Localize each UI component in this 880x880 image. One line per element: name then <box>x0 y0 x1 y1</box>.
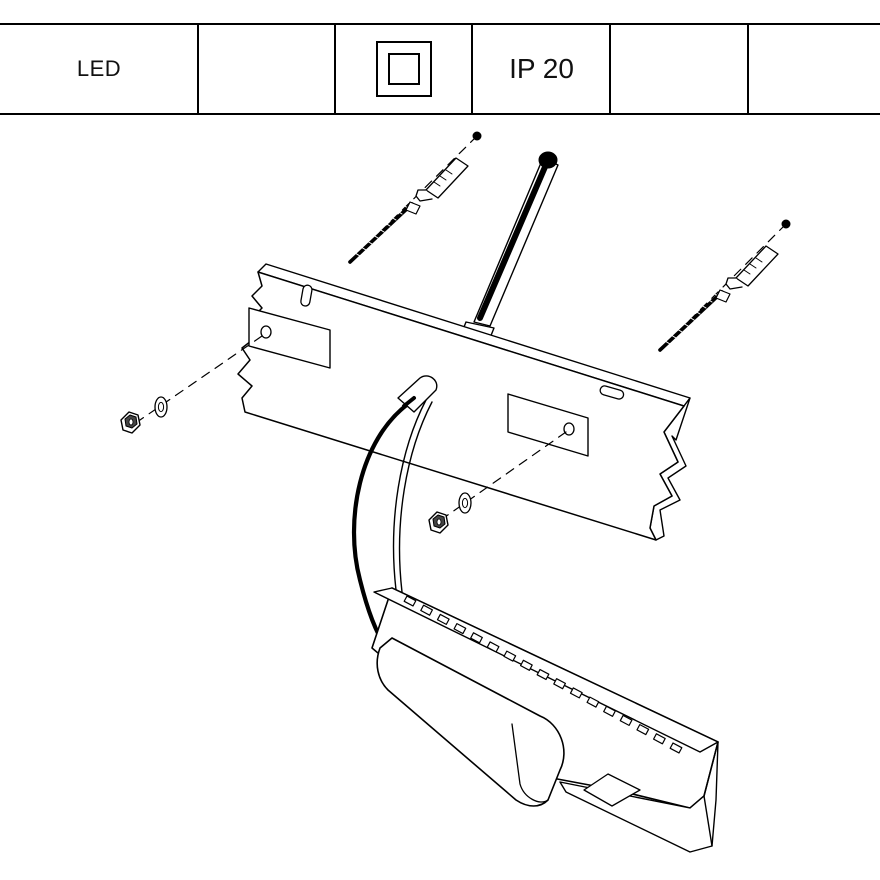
led-chip <box>536 668 550 681</box>
led-chip <box>420 604 434 616</box>
power-cable <box>351 375 438 651</box>
ip-rating-label: IP 20 <box>509 53 574 84</box>
stud-plate-right <box>507 393 589 457</box>
spec-cell-light-source: LED <box>0 25 198 113</box>
led-chip <box>586 696 600 708</box>
spec-divider <box>471 25 473 113</box>
led-chip <box>636 724 650 736</box>
led-chip <box>569 687 583 699</box>
led-chip <box>453 623 467 635</box>
led-chip <box>669 742 683 754</box>
washer <box>458 492 472 514</box>
spec-cell-empty-6 <box>749 25 880 113</box>
channel-clip <box>583 773 641 807</box>
slot-hole <box>300 284 313 307</box>
light-source-label: LED <box>76 56 122 81</box>
washer <box>154 396 168 418</box>
hex-nut <box>120 411 141 434</box>
led-light-bar <box>371 587 719 853</box>
support-rod <box>461 151 559 339</box>
wall-plug <box>415 157 469 202</box>
led-chip <box>603 705 616 717</box>
led-chip <box>553 678 567 690</box>
rod-end-cap <box>538 151 558 169</box>
class-2-double-square-icon <box>375 41 432 97</box>
wall-plug <box>725 245 779 290</box>
led-chip <box>619 714 633 726</box>
class-2-inner-square <box>387 53 420 85</box>
slot-hole <box>599 385 625 400</box>
fixing-point <box>781 219 791 229</box>
stud-plate-left <box>248 307 331 369</box>
led-chip-row <box>403 595 683 754</box>
led-chip <box>403 595 417 607</box>
spec-cell-ip-rating: IP 20 <box>473 25 610 113</box>
mounting-screw <box>658 289 731 352</box>
spec-divider <box>334 25 336 113</box>
led-chip <box>652 733 666 745</box>
spec-cell-protection-class <box>336 25 471 113</box>
spec-cell-empty-5 <box>611 25 747 113</box>
spec-divider <box>609 25 611 113</box>
spec-divider <box>197 25 199 113</box>
led-chip <box>519 659 533 671</box>
led-chip <box>436 613 450 625</box>
led-chip <box>470 632 483 644</box>
spec-cell-empty-2 <box>199 25 334 113</box>
spec-divider <box>747 25 749 113</box>
led-chip <box>486 641 500 653</box>
spec-table: LED IP 20 <box>0 23 880 115</box>
fixing-point <box>472 131 482 141</box>
mounting-screw <box>348 201 421 264</box>
stud-hole <box>563 422 575 436</box>
led-chip <box>503 650 517 662</box>
assembly-diagram <box>0 118 880 880</box>
stud-hole <box>260 325 272 339</box>
hex-nut <box>428 511 449 534</box>
